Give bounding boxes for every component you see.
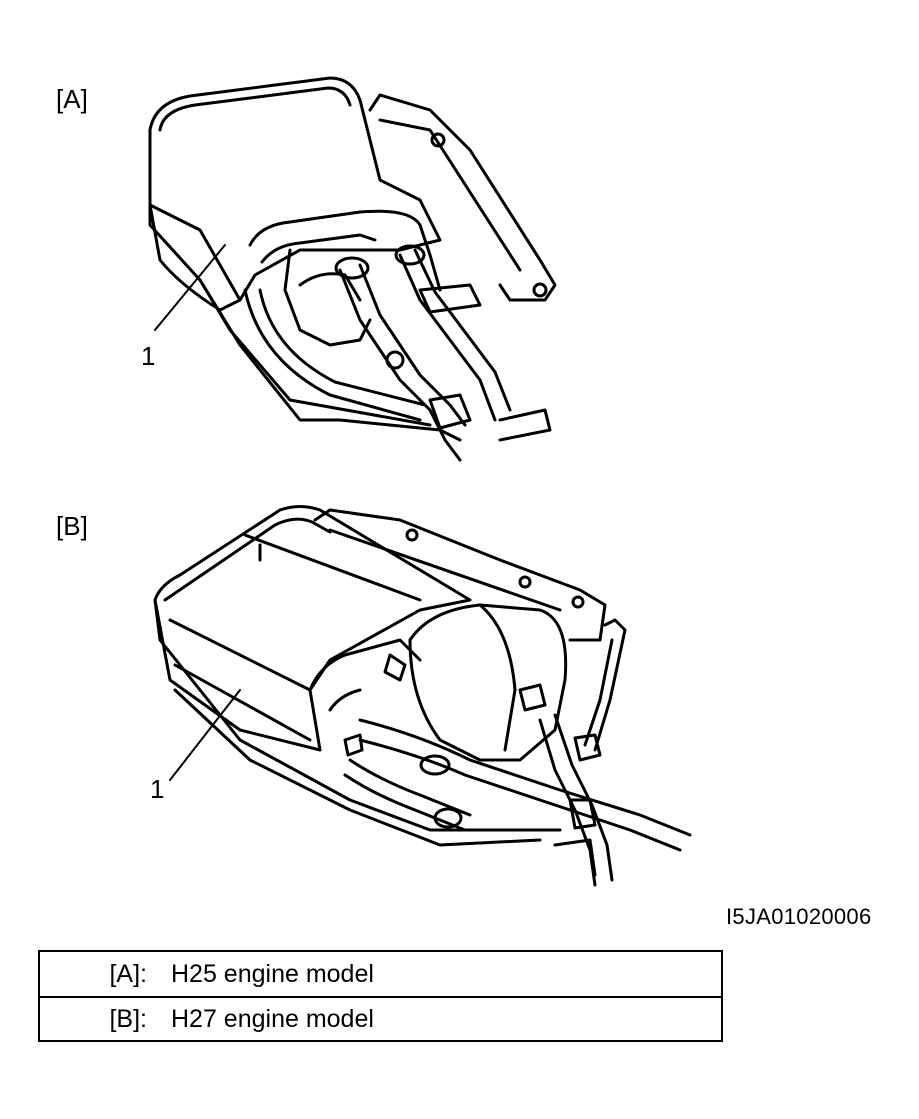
hose-b-4 [593, 618, 627, 752]
legend-text: H27 engine model [171, 1004, 374, 1033]
housing-a [148, 203, 462, 442]
callout-leader-a [154, 244, 226, 331]
figure-code: I5JA01020006 [726, 904, 872, 929]
hose-b-1 [358, 718, 692, 837]
housing-b [153, 598, 562, 832]
bracket-b [313, 508, 607, 642]
figure-b-callout: 1 [150, 774, 165, 804]
hose-b-2 [348, 758, 472, 817]
canister-body-a [148, 76, 442, 312]
figure-a-callout: 1 [141, 341, 156, 371]
callout-leader-b [169, 689, 241, 781]
valve-b [408, 603, 568, 762]
hose-a-3 [243, 288, 422, 422]
legend-key: [A]: [109, 959, 147, 988]
figure-a-label: [A] [56, 84, 88, 114]
legend-text: H25 engine model [171, 959, 374, 988]
legend-table: [A]: H25 engine model [B]: H27 engine mo… [38, 950, 723, 1042]
figure-b-label: [B] [56, 511, 88, 541]
legend-key: [B]: [109, 1004, 147, 1033]
hose-a-2 [398, 253, 497, 422]
legend-row: [A]: H25 engine model [40, 952, 721, 996]
hose-a-1 [338, 268, 462, 462]
bracket-a [368, 93, 557, 302]
legend-row: [B]: H27 engine model [40, 996, 721, 1040]
